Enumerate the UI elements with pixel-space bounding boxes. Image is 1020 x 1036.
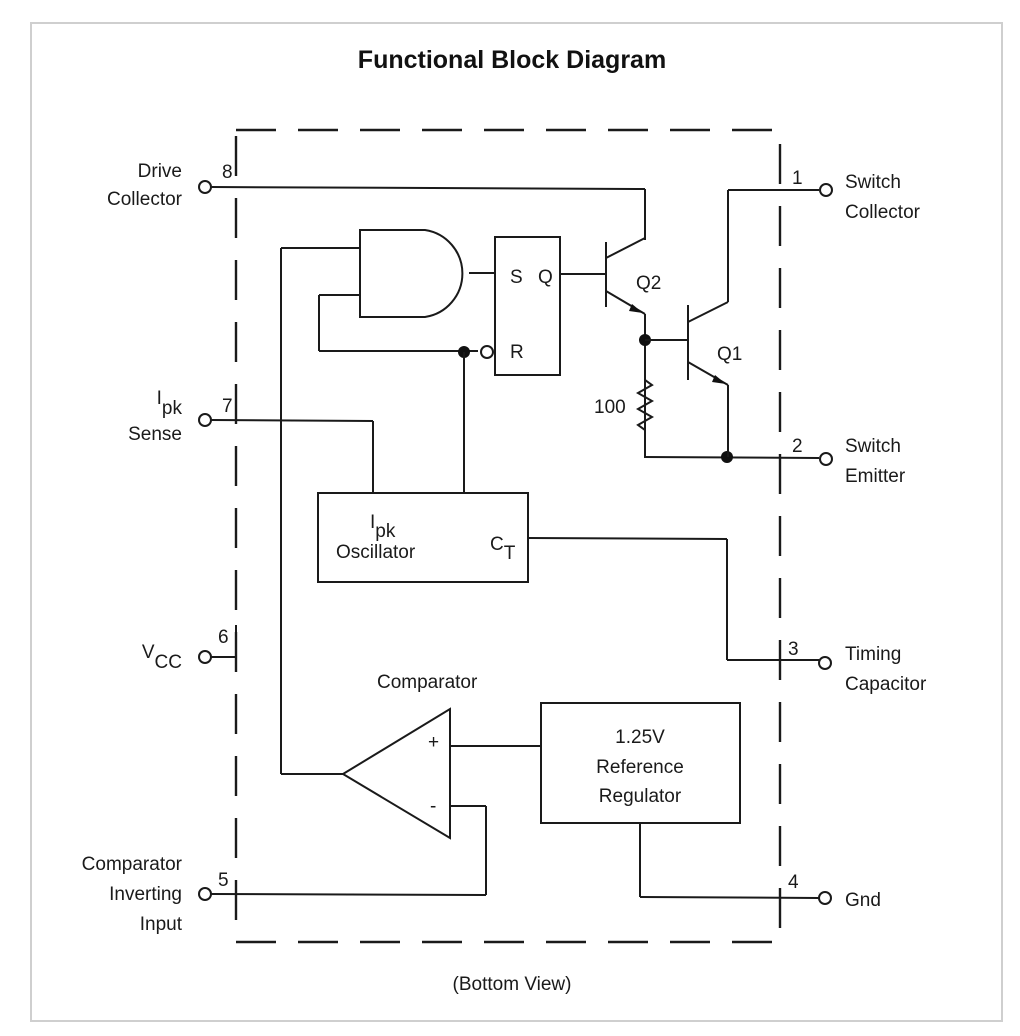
- resistor-zigzag: [635, 377, 655, 457]
- ct-label-sub: T: [504, 543, 516, 564]
- wire-ref-to-gnd: [639, 896, 820, 899]
- wire-ct-out: [527, 537, 728, 540]
- pin-6-label-sub: CC: [155, 652, 182, 673]
- pin-5-label-line3: Input: [140, 914, 183, 935]
- q2-emitter-arrow: [629, 304, 643, 313]
- pin-5-terminal: [198, 887, 212, 901]
- resistor-value: 100: [594, 397, 626, 418]
- latch-reset-inverter-bubble: [480, 345, 494, 359]
- pin-7-label-line2: Sense: [128, 424, 182, 445]
- pin-8-label-line2: Collector: [107, 189, 183, 210]
- oscillator-label-sub: pk: [375, 521, 396, 542]
- q2-label: Q2: [636, 273, 661, 294]
- pin-8-terminal: [198, 180, 212, 194]
- ct-label-main: C: [490, 534, 504, 555]
- pin-6-vcc: 6 VCC: [142, 625, 237, 673]
- pin-4-number: 4: [788, 872, 799, 893]
- pin-5-label-line2: Inverting: [109, 884, 182, 905]
- pin-7-label-main: I: [157, 388, 162, 409]
- pin-1-switch-collector: 1 Switch Collector: [727, 168, 921, 302]
- pin-5-number: 5: [218, 870, 229, 891]
- pin-5-label-line1: Comparator: [82, 854, 183, 875]
- pin-7-label-line1: Ipk: [157, 388, 183, 419]
- pin-3-label-line1: Timing: [845, 644, 901, 665]
- pin-1-number: 1: [792, 168, 803, 189]
- q1-collector: [687, 301, 729, 323]
- pin-4-gnd: 4 Gnd: [639, 823, 881, 911]
- comparator: Comparator + -: [341, 672, 541, 840]
- diagram-title: Functional Block Diagram: [358, 46, 666, 74]
- pin-7-ipk-sense: 7 Ipk Sense: [128, 388, 374, 493]
- comparator-triangle: [341, 707, 451, 840]
- pin-6-terminal: [198, 650, 212, 664]
- pin-6-label: VCC: [142, 642, 182, 673]
- pin-2-label-line2: Emitter: [845, 466, 906, 487]
- and-gate-body: [359, 229, 464, 318]
- pin-8-number: 8: [222, 162, 233, 183]
- reference-box: [540, 702, 741, 824]
- pin-6-label-main: V: [142, 642, 155, 663]
- pin-7-number: 7: [222, 396, 233, 417]
- wire-pin5-to-comparator: [210, 893, 487, 896]
- oscillator-box: [317, 492, 529, 583]
- q1-emitter-arrow: [712, 375, 726, 384]
- comparator-label: Comparator: [377, 672, 478, 693]
- latch-reset-label: R: [510, 342, 524, 363]
- ipk-oscillator: Ipk Oscillator CT: [317, 492, 529, 583]
- ct-label: CT: [490, 534, 516, 564]
- pin-1-label-line1: Switch: [845, 172, 901, 193]
- and-gate: [280, 229, 495, 775]
- resistor-100: 100: [594, 377, 655, 457]
- wire-pin7-to-oscillator: [210, 419, 374, 422]
- comparator-plus: +: [428, 732, 439, 753]
- pin-3-label-line2: Capacitor: [845, 674, 927, 695]
- sr-latch: S Q R: [458, 236, 606, 493]
- reference-label-line2: Reference: [596, 757, 684, 778]
- pin-1-terminal: [819, 183, 833, 197]
- transistor-q2: Q2: [605, 237, 661, 457]
- pin-3-terminal: [818, 656, 832, 670]
- pin-8-drive-collector: 8 Drive Collector: [107, 161, 646, 240]
- wire-pin8-to-q2-collector: [210, 186, 646, 190]
- pin-3-timing-capacitor: 3 Timing Capacitor: [527, 537, 927, 695]
- oscillator-label-main: I: [370, 512, 375, 533]
- pin-2-switch-emitter: 2 Switch Emitter: [643, 436, 906, 487]
- oscillator-label-line2: Oscillator: [336, 542, 416, 563]
- ic-package-outline: [234, 128, 782, 944]
- reference-label-line3: Regulator: [599, 786, 682, 807]
- pin-4-terminal: [818, 891, 832, 905]
- pin-7-label-sub: pk: [162, 398, 183, 419]
- bottom-view-caption: (Bottom View): [453, 974, 572, 995]
- pin-8-label-line1: Drive: [138, 161, 182, 182]
- pin-4-label: Gnd: [845, 890, 881, 911]
- comparator-minus: -: [430, 796, 436, 817]
- pin-6-number: 6: [218, 627, 229, 648]
- pin-3-number: 3: [788, 639, 799, 660]
- pin-1-label-line2: Collector: [845, 202, 921, 223]
- pin-5-comparator-inverting-input: 5 Comparator Inverting Input: [82, 805, 487, 935]
- latch-set-label: S: [510, 267, 523, 288]
- latch-q-label: Q: [538, 267, 553, 288]
- q1-label: Q1: [717, 344, 742, 365]
- sr-latch-box: [494, 236, 561, 376]
- reference-label-line1: 1.25V: [615, 727, 665, 748]
- pin-2-label-line1: Switch: [845, 436, 901, 457]
- pin-7-terminal: [198, 413, 212, 427]
- figure-frame: [30, 22, 1003, 1022]
- pin-2-terminal: [819, 452, 833, 466]
- q2-collector: [605, 237, 646, 259]
- reference-regulator: 1.25V Reference Regulator: [540, 702, 741, 824]
- oscillator-label-line1: Ipk: [370, 512, 396, 542]
- pin-2-number: 2: [792, 436, 803, 457]
- transistor-q1: Q1: [687, 301, 742, 457]
